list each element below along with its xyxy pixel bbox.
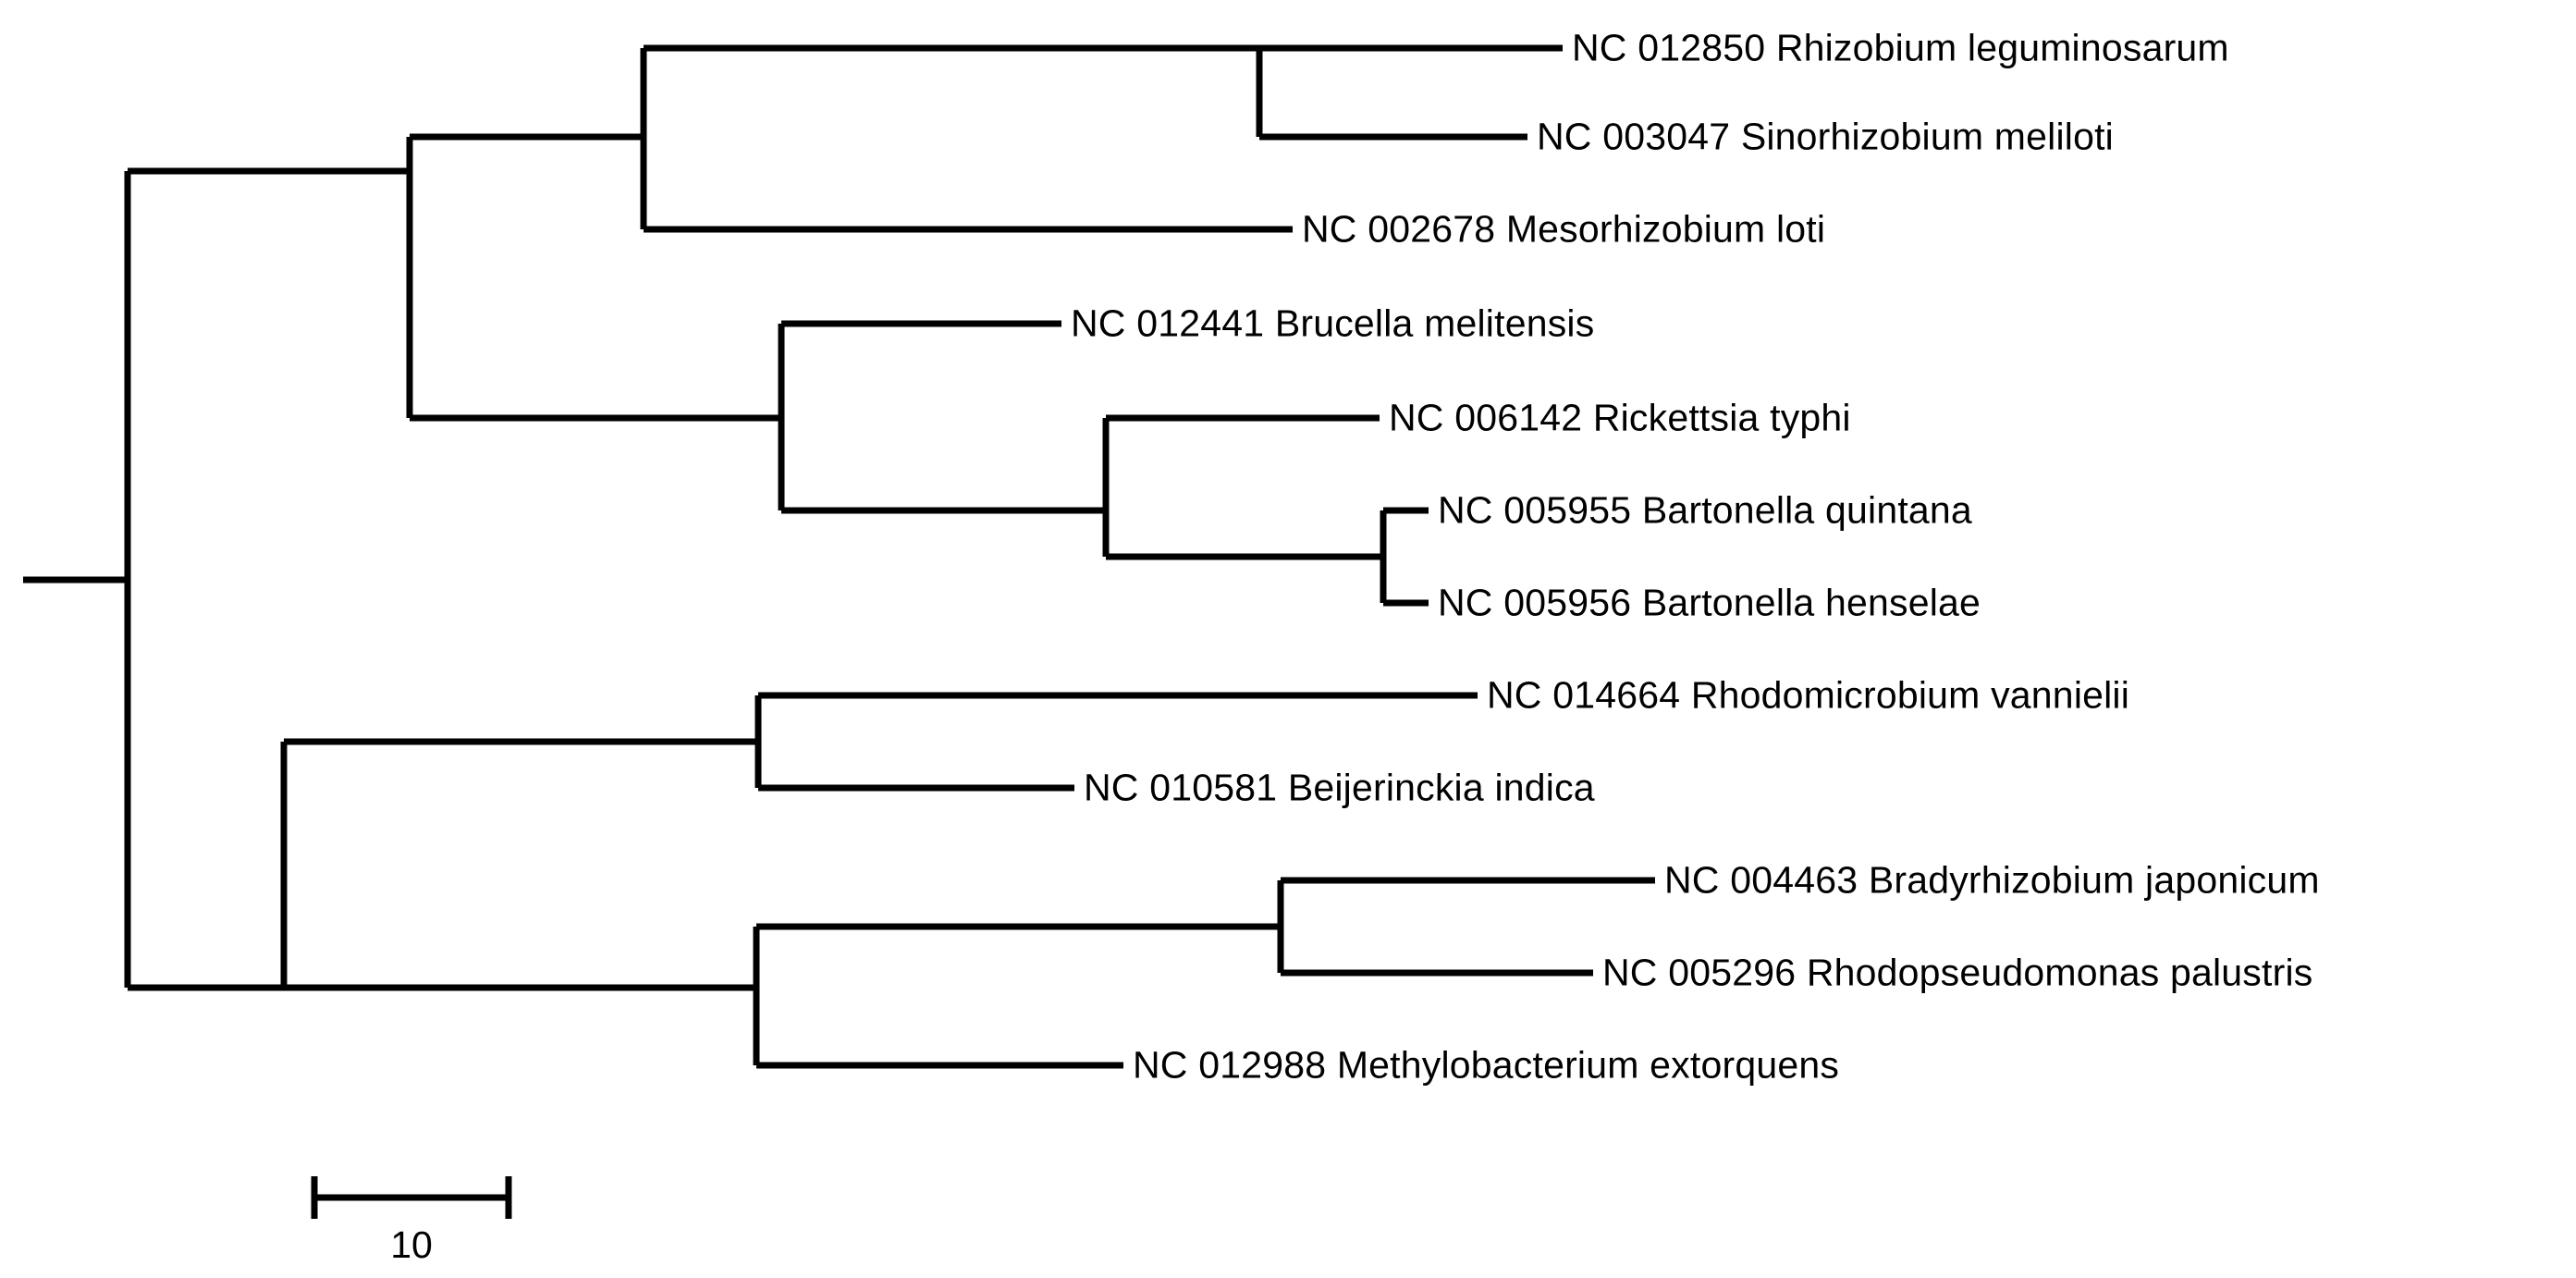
leaf-label-rhodopseudomonas-palustris: NC 005296 Rhodopseudomonas palustris	[1602, 951, 2313, 994]
leaf-label-bartonella-henselae: NC 005956 Bartonella henselae	[1438, 581, 1981, 624]
leaf-label-mesorhizobium-loti: NC 002678 Mesorhizobium loti	[1302, 207, 1826, 251]
leaf-label-brucella-melitensis: NC 012441 Brucella melitensis	[1071, 301, 1595, 345]
leaf-label-methylobacterium-extorquens: NC 012988 Methylobacterium extorquens	[1133, 1043, 1840, 1087]
scale-bar	[311, 1176, 512, 1219]
leaf-label-sinorhizobium-meliloti: NC 003047 Sinorhizobium meliloti	[1537, 115, 2114, 158]
leaf-label-rhizobium-leguminosarum: NC 012850 Rhizobium leguminosarum	[1572, 26, 2229, 69]
leaf-label-bradyrhizobium-japonicum: NC 004463 Bradyrhizobium japonicum	[1664, 858, 2320, 902]
leaf-label-rhodomicrobium-vannielii: NC 014664 Rhodomicrobium vannielii	[1487, 673, 2130, 717]
leaf-label-bartonella-quintana: NC 005955 Bartonella quintana	[1438, 488, 1972, 532]
leaf-label-rickettsia-typhi: NC 006142 Rickettsia typhi	[1389, 396, 1851, 439]
scale-bar-label: 10	[390, 1223, 433, 1266]
leaf-label-beijerinckia-indica: NC 010581 Beijerinckia indica	[1084, 766, 1595, 809]
tree-branches	[23, 44, 1655, 1069]
